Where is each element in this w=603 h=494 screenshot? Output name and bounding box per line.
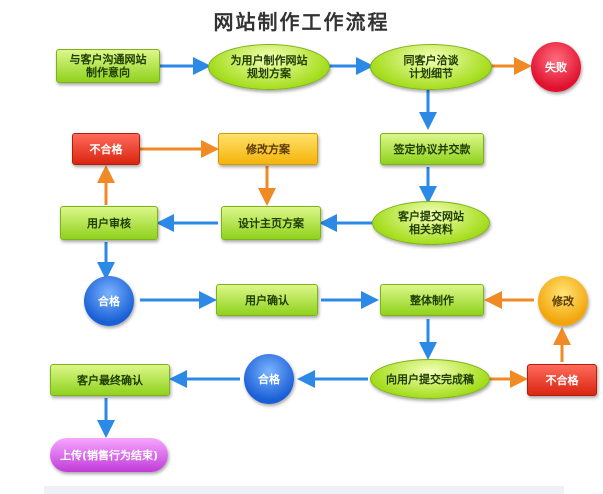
node-reject-1: 不合格 [72, 133, 140, 165]
footer-bar [44, 486, 564, 494]
node-communicate-intent: 与客户沟通网站 制作意向 [56, 49, 160, 83]
node-submit-final-draft: 向用户提交完成稿 [370, 359, 490, 399]
node-upload-end: 上传(销售行为结束) [50, 438, 168, 472]
node-user-review: 用户审核 [60, 206, 158, 240]
node-fail: 失败 [531, 42, 581, 92]
node-reject-2: 不合格 [527, 364, 597, 396]
node-negotiate-details: 同客户洽谈 计划细节 [370, 44, 492, 90]
node-sign-contract: 签定协议并交款 [380, 133, 484, 165]
node-modify: 修改 [538, 276, 588, 326]
node-plan-proposal: 为用户制作网站 规划方案 [208, 44, 330, 90]
node-pass-1: 合格 [84, 276, 134, 326]
node-user-confirm: 用户确认 [216, 284, 318, 316]
node-modify-proposal: 修改方案 [218, 133, 318, 165]
node-pass-2: 合格 [244, 354, 294, 404]
node-final-confirm: 客户最终确认 [50, 364, 170, 396]
node-design-homepage: 设计主页方案 [221, 206, 321, 240]
node-full-production: 整体制作 [380, 284, 484, 316]
diagram-title: 网站制作工作流程 [213, 10, 390, 34]
node-submit-materials: 客户提交网站 相关资料 [372, 201, 490, 245]
